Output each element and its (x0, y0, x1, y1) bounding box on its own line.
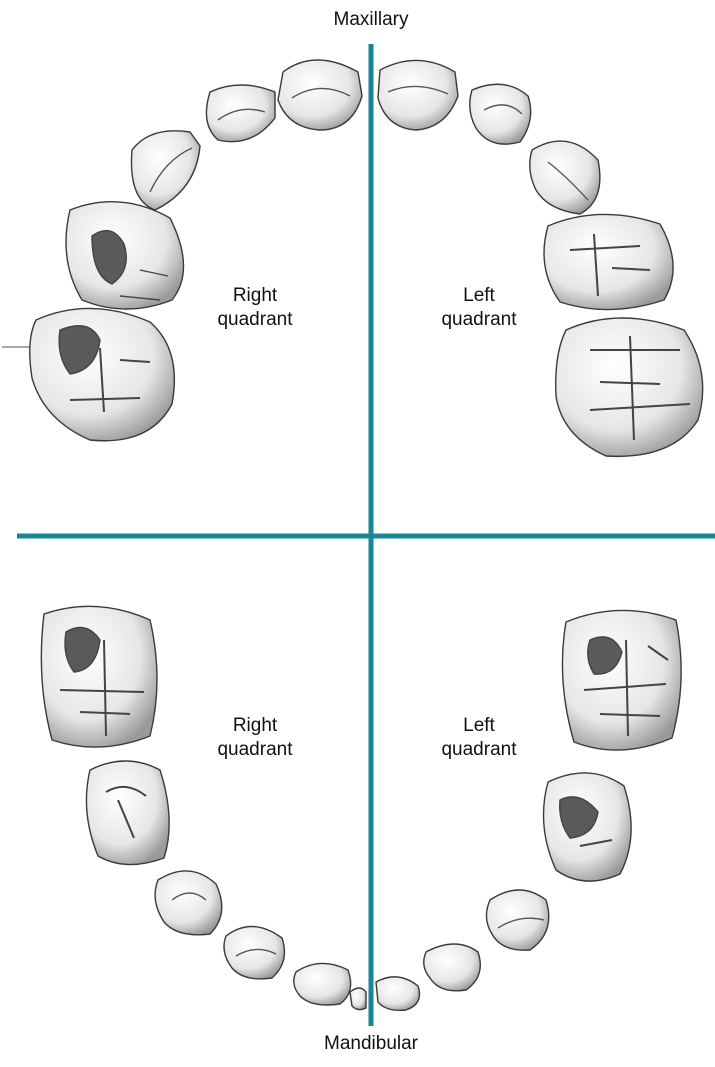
tooth-upper-left-canine (530, 141, 600, 214)
tooth-lower-right-lateral-incisor (294, 963, 351, 1005)
tooth-lower-right-second-premolar (86, 761, 169, 865)
upper-right-quadrant-label: Right quadrant (200, 284, 310, 332)
lower-left-quadrant-line2: quadrant (424, 738, 534, 762)
lower-left-quadrant-label: Left quadrant (424, 714, 534, 762)
mandibular-label: Mandibular (296, 1032, 446, 1056)
mandibular-arch (41, 606, 681, 1010)
tooth-upper-left-lateral-incisor (470, 84, 531, 144)
tooth-upper-left-central-incisor (378, 60, 458, 130)
tooth-lower-left-central-incisor (376, 977, 420, 1010)
tooth-upper-right-lateral-incisor (206, 85, 275, 142)
lower-right-quadrant-line1: Right (200, 714, 310, 738)
maxillary-arch (30, 60, 703, 456)
tooth-lower-left-canine (486, 890, 548, 950)
lower-right-quadrant-label: Right quadrant (200, 714, 310, 762)
tooth-upper-left-premolar (544, 214, 673, 309)
tooth-upper-left-molar (556, 318, 703, 456)
tooth-lower-right-central-incisor (350, 988, 366, 1010)
tooth-upper-right-premolar (66, 202, 184, 309)
tooth-lower-right-molar (41, 606, 157, 747)
tooth-lower-left-lateral-incisor (424, 944, 481, 991)
lower-left-quadrant-line1: Left (424, 714, 534, 738)
tooth-upper-right-molar (30, 308, 175, 440)
upper-left-quadrant-label: Left quadrant (424, 284, 534, 332)
tooth-lower-right-first-premolar (155, 871, 222, 935)
tooth-lower-right-canine (224, 926, 284, 978)
upper-right-quadrant-line1: Right (200, 284, 310, 308)
upper-left-quadrant-line2: quadrant (424, 308, 534, 332)
upper-right-quadrant-line2: quadrant (200, 308, 310, 332)
tooth-lower-left-molar (562, 610, 681, 750)
tooth-upper-right-central-incisor (278, 60, 362, 130)
maxillary-label: Maxillary (306, 8, 436, 32)
tooth-upper-right-canine (131, 131, 200, 210)
upper-left-quadrant-line1: Left (424, 284, 534, 308)
lower-right-quadrant-line2: quadrant (200, 738, 310, 762)
tooth-lower-left-premolar (544, 773, 632, 881)
